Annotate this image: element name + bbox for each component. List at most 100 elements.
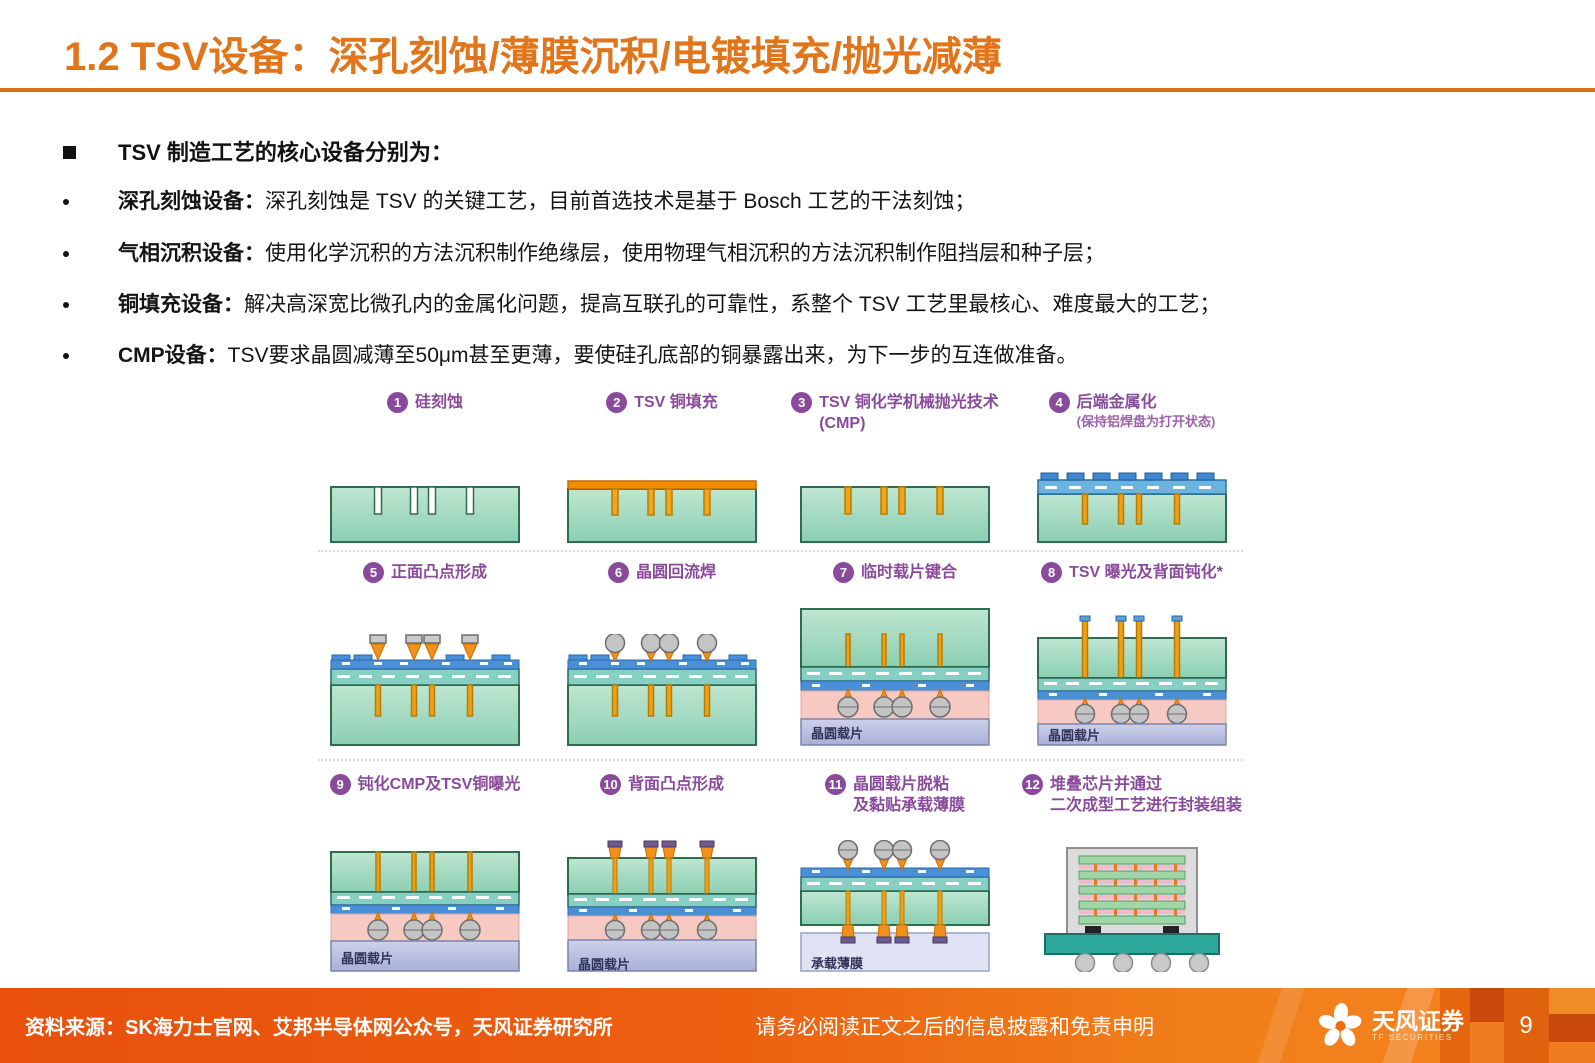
diagram-cmp: [785, 452, 1005, 544]
step-label: 背面凸点形成: [627, 776, 724, 793]
bullet-label: 铜填充设备：: [118, 293, 244, 316]
footer-decor-block: [1549, 988, 1595, 1014]
footer-disclaimer: 请务必阅读正文之后的信息披露和免责申明: [755, 1015, 1154, 1039]
silicon-etch-illustration: [330, 486, 520, 543]
step-number-badge: 9: [329, 774, 351, 795]
process-step-4: 4 后端金属化 (保持铝焊盘为打开状态): [1022, 392, 1242, 544]
step-label-line2: (CMP): [819, 415, 866, 432]
bullet-body: 解决高深宽比微孔内的金属化问题，提高互联孔的可靠性，系整个 TSV 工艺里最核心…: [244, 293, 1221, 316]
step-header: 1 硅刻蚀: [315, 392, 535, 452]
process-step-12: 12 堆叠芯片并通过 二次成型工艺进行封装组装: [1022, 774, 1242, 972]
title-divider: [0, 88, 1595, 92]
step-header: 11 晶圆载片脱粘 及黏贴承载薄膜: [785, 774, 1005, 838]
cmp-illustration: [800, 486, 990, 543]
step-number-badge: 11: [824, 774, 846, 795]
step-label: 临时载片键合: [860, 564, 957, 581]
step-number-badge: 3: [791, 392, 813, 413]
diagram-backend-metallization: [1022, 452, 1242, 544]
footer-decor-block: [1549, 1014, 1595, 1042]
step-header: 3 TSV 铜化学机械抛光技术 (CMP): [785, 392, 1005, 452]
temp-bonding-illustration: [800, 608, 990, 746]
carrier-label: 晶圆载片: [341, 951, 394, 966]
step-number-badge: 4: [1048, 392, 1070, 413]
footer-bar: 资料来源：SK海力士官网、艾邦半导体网公众号，天风证券研究所 请务必阅读正文之后…: [0, 988, 1595, 1063]
step-label: 堆叠芯片并通过: [1050, 776, 1163, 793]
step-label: TSV 铜化学机械抛光技术: [819, 394, 999, 411]
bullet-body: 深孔刻蚀是 TSV 的关键工艺，目前首选技术是基于 Bosch 工艺的干法刻蚀；: [265, 190, 976, 213]
step-label: 晶圆载片脱粘: [852, 776, 949, 793]
diagram-wafer-reflow: [552, 606, 772, 746]
backside-bump-illustration: [567, 840, 757, 972]
diagram-front-bump: [315, 606, 535, 746]
dot-bullet-icon: [63, 199, 69, 205]
process-step-3: 3 TSV 铜化学机械抛光技术 (CMP): [785, 392, 1005, 544]
step-header: 2 TSV 铜填充: [552, 392, 772, 452]
step-number-badge: 2: [606, 392, 628, 413]
bullet-text: 深孔刻蚀设备：深孔刻蚀是 TSV 的关键工艺，目前首选技术是基于 Bosch 工…: [118, 189, 976, 215]
step-label: 钝化CMP及TSV铜曝光: [357, 776, 521, 793]
page-title: 1.2 TSV设备：深孔刻蚀/薄膜沉积/电镀填充/抛光减薄: [64, 35, 1002, 79]
row-divider: [318, 759, 1243, 761]
diagram-copper-fill: [552, 452, 772, 544]
diagram-passivation-cmp: 晶圆载片: [315, 838, 535, 972]
process-step-10: 10 背面凸点形成 晶圆载片: [552, 774, 772, 972]
passivation-cmp-illustration: [330, 851, 520, 972]
bullet-label: 深孔刻蚀设备：: [118, 190, 265, 213]
footer-decor-block: [1549, 1042, 1595, 1063]
front-bump-illustration: [330, 634, 520, 746]
diagram-debonding: 承载薄膜: [785, 838, 1005, 972]
step-header: 5 正面凸点形成: [315, 562, 535, 606]
bullet-label: CMP设备：: [118, 344, 228, 367]
step-header: 9 钝化CMP及TSV铜曝光: [315, 774, 535, 838]
bullet-item: 深孔刻蚀设备：深孔刻蚀是 TSV 的关键工艺，目前首选技术是基于 Bosch 工…: [63, 189, 976, 215]
step-label-line2: 二次成型工艺进行封装组装: [1050, 797, 1243, 814]
copper-fill-illustration: [567, 480, 757, 543]
tf-flower-icon: [1318, 1002, 1362, 1046]
dot-bullet-icon: [63, 251, 69, 257]
brand-subtitle: TF SECURITIES: [1372, 1032, 1453, 1042]
step-number-badge: 10: [599, 774, 621, 795]
bullet-item: CMP设备：TSV要求晶圆减薄至50μm甚至更薄，要使硅孔底部的铜暴露出来，为下…: [63, 343, 1077, 369]
diagram-tsv-reveal: 晶圆载片: [1022, 606, 1242, 746]
carrier-label: 晶圆载片: [578, 957, 631, 972]
step-label: 后端金属化: [1076, 394, 1157, 411]
process-step-7: 7 临时载片键合 晶圆载片: [785, 562, 1005, 746]
footer-decor-block: [1470, 1022, 1504, 1063]
process-step-2: 2 TSV 铜填充: [552, 392, 772, 544]
page-number: 9: [1519, 1011, 1533, 1039]
stacked-package-illustration: [1044, 847, 1220, 972]
carrier-label: 晶圆载片: [1048, 728, 1101, 743]
process-step-5: 5 正面凸点形成: [315, 562, 535, 746]
process-step-8: 8 TSV 曝光及背面钝化* 晶圆载片: [1022, 562, 1242, 746]
step-label: 正面凸点形成: [390, 564, 487, 581]
bullet-text: CMP设备：TSV要求晶圆减薄至50μm甚至更薄，要使硅孔底部的铜暴露出来，为下…: [118, 343, 1077, 369]
step-header: 4 后端金属化 (保持铝焊盘为打开状态): [1022, 392, 1242, 452]
bullet-text: 气相沉积设备：使用化学沉积的方法沉积制作绝缘层，使用物理气相沉积的方法沉积制作阻…: [118, 241, 1105, 267]
bullet-heading: TSV 制造工艺的核心设备分别为：: [63, 140, 453, 166]
step-label: TSV 曝光及背面钝化*: [1069, 564, 1223, 581]
dot-bullet-icon: [63, 353, 69, 359]
bullet-body: TSV要求晶圆减薄至50μm甚至更薄，要使硅孔底部的铜暴露出来，为下一步的互连做…: [227, 344, 1078, 367]
diagram-temp-bonding: 晶圆载片: [785, 606, 1005, 746]
step-header: 7 临时载片键合: [785, 562, 1005, 606]
step-number-badge: 1: [386, 392, 408, 413]
bullet-heading-text: TSV 制造工艺的核心设备分别为：: [118, 140, 453, 165]
bullet-label: 气相沉积设备：: [118, 242, 265, 265]
step-label-line2: (保持铝焊盘为打开状态): [1076, 414, 1216, 429]
step-header: 6 晶圆回流焊: [552, 562, 772, 606]
square-bullet-icon: [63, 146, 76, 159]
wafer-reflow-illustration: [567, 634, 757, 746]
process-step-11: 11 晶圆载片脱粘 及黏贴承载薄膜 承载薄膜: [785, 774, 1005, 972]
footer-decor-block: [1504, 988, 1549, 1063]
carrier-label: 承载薄膜: [811, 956, 864, 971]
step-label: 硅刻蚀: [414, 394, 463, 411]
backend-metallization-illustration: [1037, 472, 1227, 543]
footer-source: 资料来源：SK海力士官网、艾邦半导体网公众号，天风证券研究所: [25, 1017, 613, 1039]
bullet-item: 铜填充设备：解决高深宽比微孔内的金属化问题，提高互联孔的可靠性，系整个 TSV …: [63, 292, 1221, 318]
debonding-illustration: [800, 840, 990, 972]
carrier-label: 晶圆载片: [811, 726, 864, 741]
step-label: TSV 铜填充: [634, 394, 718, 411]
bullet-body: 使用化学沉积的方法沉积制作绝缘层，使用物理气相沉积的方法沉积制作阻挡层和种子层；: [265, 242, 1105, 265]
step-label-line2: 及黏贴承载薄膜: [852, 797, 965, 814]
step-number-badge: 12: [1022, 774, 1043, 795]
